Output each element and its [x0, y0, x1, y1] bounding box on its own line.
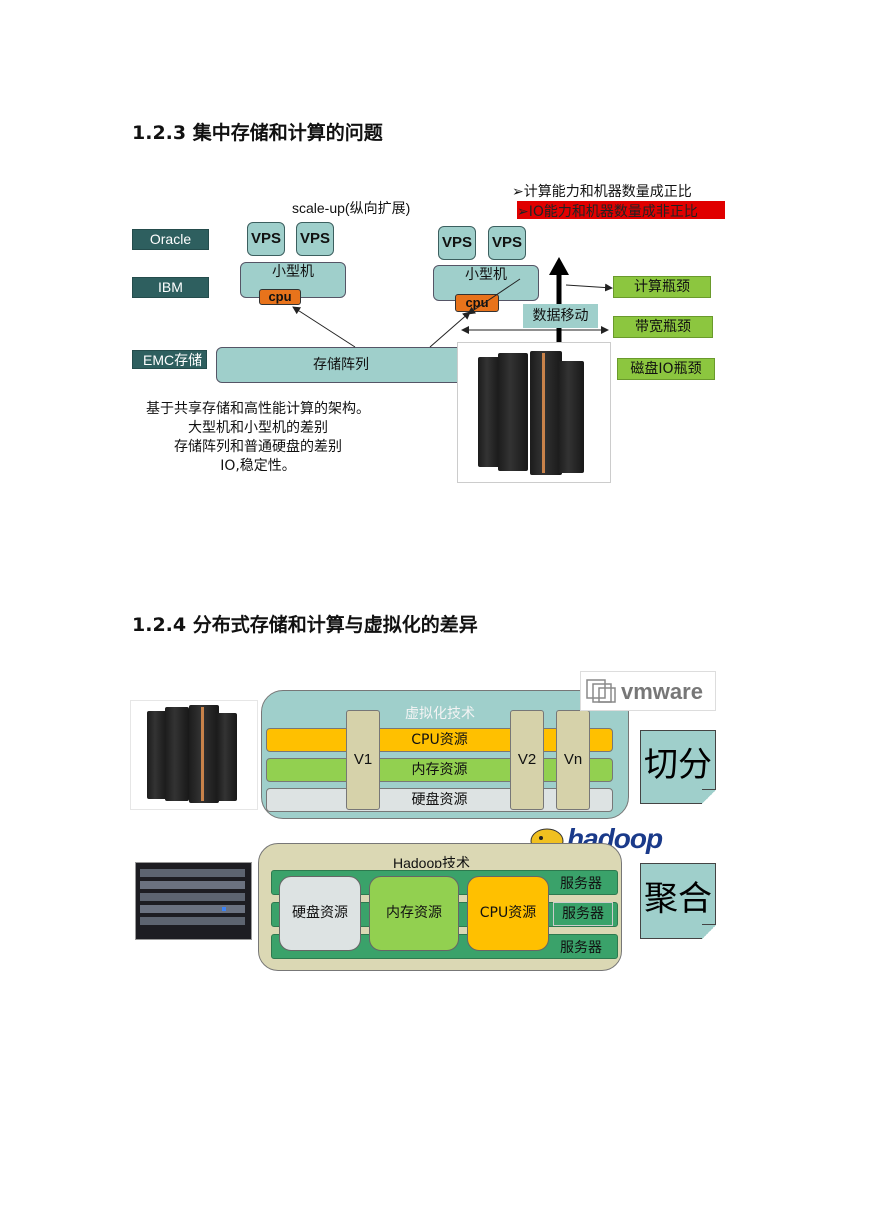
- compute-bottleneck: 计算瓶颈: [613, 276, 711, 298]
- hadoop-cpu-label: CPU资源: [479, 905, 537, 921]
- oracle-label: Oracle: [132, 229, 209, 250]
- hadoop-disk-resource: 硬盘资源: [279, 876, 361, 951]
- ibm-label: IBM: [132, 277, 209, 298]
- vm-row-cpu: CPU资源: [266, 728, 613, 752]
- storage-array-label: 存储阵列: [313, 357, 369, 373]
- vps-box-4: VPS: [488, 226, 526, 260]
- vps-box-3: VPS: [438, 226, 476, 260]
- mainframe-server-image: [457, 342, 611, 483]
- emc-storage-label: EMC存储: [132, 350, 207, 369]
- server-label-2: 服务器: [553, 902, 613, 926]
- aggregate-note: 聚合: [640, 863, 716, 939]
- description-line-1: 基于共享存储和高性能计算的架构。: [146, 401, 370, 417]
- vm-row-disk: 硬盘资源: [266, 788, 613, 812]
- bullet-io-text: ➢IO能力和机器数量成非正比: [517, 204, 698, 220]
- vps-box-2: VPS: [296, 222, 334, 256]
- vm-column-v1-label: V1: [353, 751, 373, 768]
- bullet-compute-proportional: ➢计算能力和机器数量成正比: [512, 184, 692, 200]
- cpu-chip-2: cpu: [455, 294, 499, 312]
- scale-up-label: scale-up(纵向扩展): [292, 200, 411, 216]
- vm-row-memory: 内存资源: [266, 758, 613, 782]
- description-line-4: IO,稳定性。: [220, 458, 296, 474]
- storage-array: 存储阵列: [216, 347, 466, 383]
- server-label-3: 服务器: [560, 940, 602, 956]
- vm-column-vn-label: Vn: [563, 751, 583, 768]
- mainframe-server-image-2: [130, 700, 258, 810]
- section-heading-1: 1.2.3 集中存储和计算的问题: [132, 122, 383, 144]
- minicomputer-2-label: 小型机: [465, 267, 507, 283]
- vmware-logo: vmware: [580, 671, 716, 711]
- architecture-description: 基于共享存储和高性能计算的架构。 大型机和小型机的差别 存储阵列和普通硬盘的差别…: [138, 400, 378, 476]
- hadoop-title: Hadoop技术: [393, 855, 471, 868]
- server-label-2-text: 服务器: [562, 906, 604, 922]
- virtualization-title: 虚拟化技术: [405, 706, 475, 722]
- hadoop-memory-label: 内存资源: [386, 905, 442, 921]
- aggregate-label: 聚合: [644, 879, 712, 919]
- vm-column-v2-label: V2: [517, 751, 537, 768]
- vps-box-1: VPS: [247, 222, 285, 256]
- minicomputer-1-label: 小型机: [272, 264, 314, 280]
- hadoop-cpu-resource: CPU资源: [467, 876, 549, 951]
- hadoop-memory-resource: 内存资源: [369, 876, 459, 951]
- hadoop-disk-label: 硬盘资源: [292, 905, 348, 921]
- cpu-chip-1: cpu: [259, 289, 301, 305]
- data-move-label: 数据移动: [532, 308, 589, 324]
- bandwidth-bottleneck: 带宽瓶颈: [613, 316, 713, 338]
- data-move-box: 数据移动: [523, 304, 598, 328]
- vm-column-vn: Vn: [556, 710, 590, 810]
- vmware-logo-text: vmware: [621, 679, 703, 704]
- split-label: 切分: [644, 745, 712, 785]
- server-label-1: 服务器: [560, 873, 602, 893]
- description-line-2: 大型机和小型机的差别: [188, 420, 328, 436]
- split-note: 切分: [640, 730, 716, 804]
- section-heading-2: 1.2.4 分布式存储和计算与虚拟化的差异: [132, 614, 478, 636]
- rack-servers-image: [135, 862, 252, 940]
- vm-column-v2: V2: [510, 710, 544, 810]
- bullet-io-not-proportional: ➢IO能力和机器数量成非正比: [517, 201, 725, 220]
- disk-io-bottleneck: 磁盘IO瓶颈: [617, 358, 715, 380]
- diagram-arrows: [292, 257, 613, 348]
- vmware-icon: [586, 679, 616, 703]
- description-line-3: 存储阵列和普通硬盘的差别: [174, 439, 342, 455]
- vm-column-v1: V1: [346, 710, 380, 810]
